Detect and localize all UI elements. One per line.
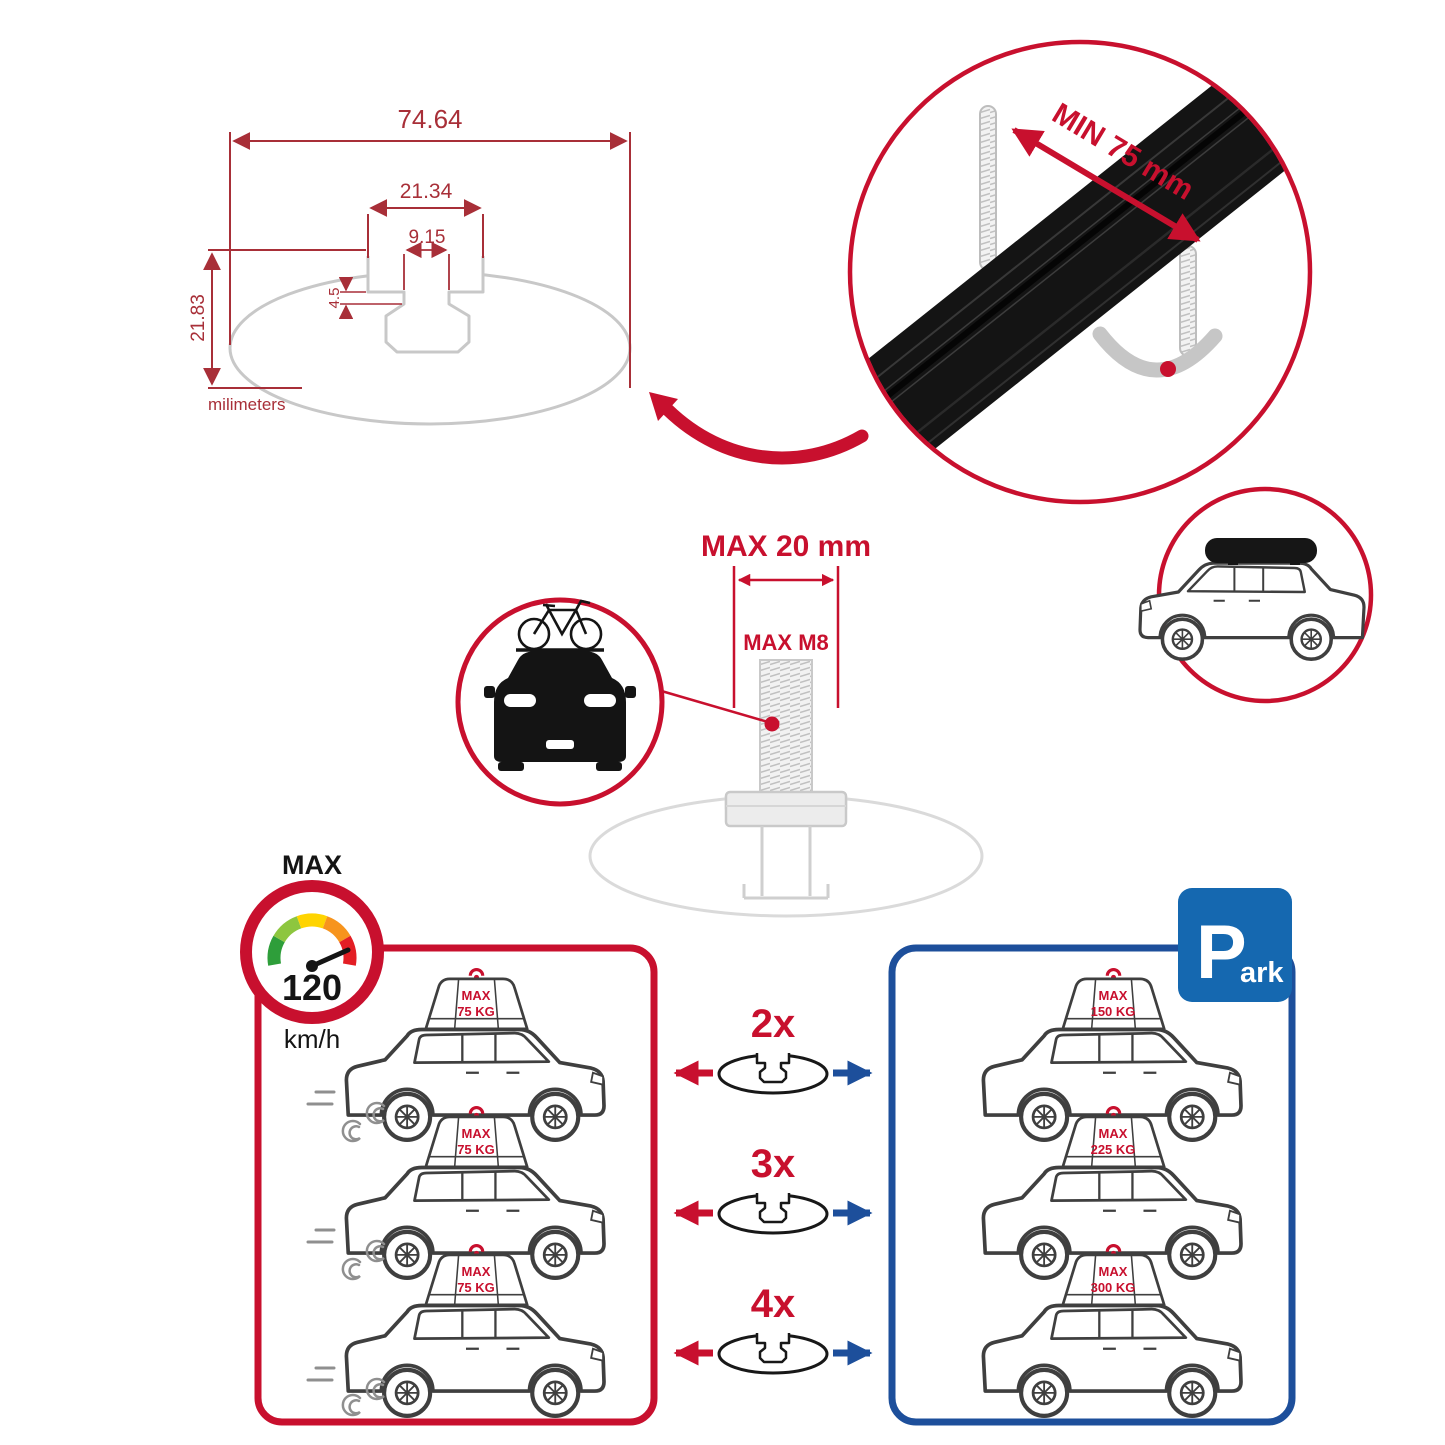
multiplier-row-3: 4x — [673, 1282, 873, 1375]
parked-car-2: MAX 225 KG — [983, 1106, 1241, 1278]
profile-dimension-diagram: 74.64 21.34 9.15 4.5 21.83 milimeters — [188, 104, 632, 426]
dim-slot-outer-width: 21.34 — [400, 180, 453, 203]
bike-car-callout — [455, 597, 665, 807]
park-sign-initial: P — [1196, 910, 1247, 995]
clamp-red-dot — [1160, 361, 1176, 377]
car-front-silhouette — [484, 651, 636, 771]
bag-max-label: MAX — [1099, 1264, 1128, 1279]
moving-car-2: MAX 75 KG — [306, 1106, 604, 1281]
moving-car-3: MAX 75 KG — [306, 1244, 604, 1416]
speedometer-needle — [309, 947, 351, 969]
parked-car-3: MAX 300 KG — [983, 1244, 1241, 1416]
bolt-leader-line — [657, 688, 769, 724]
park-sign-rest: ark — [1240, 957, 1284, 989]
dim-total-height: 21.83 — [188, 294, 209, 342]
u-bolt-clamp — [979, 105, 1223, 378]
bag-weight-label: 75 KG — [457, 1142, 495, 1157]
multiplier-row-2: 3x — [673, 1142, 873, 1235]
dim-total-width: 74.64 — [397, 104, 462, 134]
bag-max-label: MAX — [462, 988, 491, 1003]
bag-max-label: MAX — [1099, 1126, 1128, 1141]
clamp-detail-callout: MIN 75 mm — [847, 39, 1313, 505]
park-sign-plate — [1178, 888, 1292, 1002]
bag-weight-label: 225 KG — [1091, 1142, 1136, 1157]
bolt-detail: MAX 20 mm MAX M8 — [588, 530, 984, 918]
roofbox-car-callout — [1138, 486, 1374, 704]
bolt-red-dot — [764, 716, 780, 732]
bag-weight-label: 75 KG — [457, 1280, 495, 1295]
multiplier-label: 4x — [751, 1282, 796, 1326]
dim-units-label: milimeters — [208, 395, 285, 414]
bag-weight-label: 150 KG — [1091, 1004, 1136, 1019]
multiplier-row-1: 2x — [673, 1002, 873, 1095]
crossbar-section-icon — [717, 1331, 829, 1375]
speed-value: 120 — [282, 967, 342, 1008]
crossbar-section-icon — [717, 1051, 829, 1095]
park-sign: P ark — [1178, 888, 1292, 1002]
bag-max-label: MAX — [462, 1264, 491, 1279]
dim-slot-depth: 4.5 — [326, 288, 343, 309]
max-length-label: MAX 20 mm — [701, 530, 871, 563]
detail-pointer-arrow — [649, 392, 869, 465]
speedometer-ring — [240, 880, 384, 1024]
dim-slot-inner-width: 9.15 — [409, 227, 446, 248]
crossbar-section-icon — [717, 1191, 829, 1235]
bag-weight-label: 75 KG — [457, 1004, 495, 1019]
min-clearance-arrow — [1011, 127, 1201, 243]
dimension-lines — [203, 132, 631, 389]
moving-car-1: MAX 75 KG — [306, 967, 604, 1143]
speed-max-label: MAX — [282, 850, 342, 880]
bolt-graphic — [724, 659, 848, 900]
load-capacity-section: MAX 75 KG MAX 75 KG MAX 75 KG MAX 150 — [240, 850, 1296, 1426]
profile-slot-outline — [366, 256, 485, 354]
bag-max-label: MAX — [1099, 988, 1128, 1003]
parked-car-1: MAX 150 KG — [983, 967, 1241, 1140]
multiplier-label: 2x — [751, 1002, 796, 1046]
speed-limit-badge: MAX 120 km/h — [240, 850, 384, 1054]
detail-circle — [847, 39, 1313, 505]
roof-box — [1205, 538, 1317, 563]
bag-weight-label: 300 KG — [1091, 1280, 1136, 1295]
crossbar-3d — [852, 44, 1308, 483]
max-thread-label: MAX M8 — [743, 630, 829, 655]
multiplier-label: 3x — [751, 1142, 796, 1186]
speed-unit: km/h — [284, 1024, 340, 1054]
profile-slot-mask — [368, 256, 483, 352]
bag-max-label: MAX — [462, 1126, 491, 1141]
